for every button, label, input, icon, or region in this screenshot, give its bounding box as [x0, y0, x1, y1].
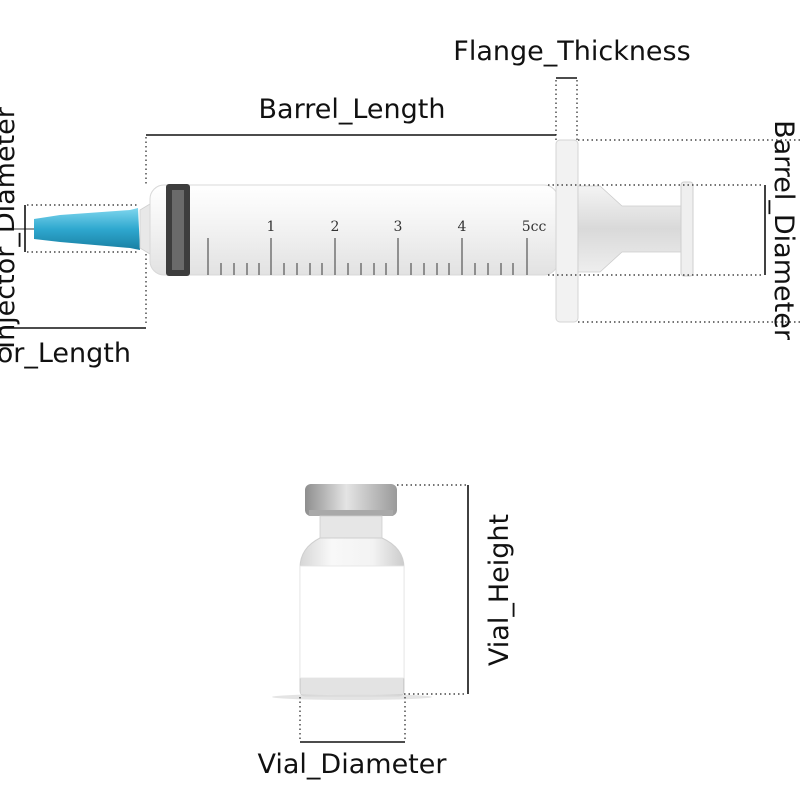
needle-hub — [34, 208, 140, 250]
scale-label-2: 2 — [331, 219, 340, 235]
vial-dimensions: Vial_Height Vial_Diameter — [258, 484, 515, 780]
vial-shadow — [272, 694, 432, 700]
scale-label-4: 4 — [458, 219, 467, 235]
scale-label-3: 3 — [394, 219, 403, 235]
vial-label — [299, 565, 405, 679]
scale-marks — [207, 238, 528, 275]
vial-cap — [305, 484, 397, 516]
injector-length-label: Injector_Length — [0, 338, 131, 369]
barrel-length-label: Barrel_Length — [259, 94, 446, 125]
scale-label-5cc: 5cc — [522, 219, 547, 235]
vial — [272, 484, 432, 700]
finger-flange — [555, 139, 579, 323]
barrel-tip — [139, 203, 151, 255]
vial-neck — [319, 515, 383, 539]
plunger-rod — [577, 185, 683, 273]
barrel — [149, 184, 559, 276]
vial-height-label: Vial_Height — [484, 514, 515, 666]
vial-bottom-glass — [301, 678, 403, 694]
plunger-thumb-rest — [680, 181, 694, 277]
vial-diameter-label: Vial_Diameter — [258, 749, 448, 780]
barrel-diameter-label: Barrel_Diameter — [768, 120, 799, 341]
vial-cap-rim — [309, 510, 393, 516]
syringe-dimensions: Flange_Thickness Barrel_Length Barrel_Di… — [0, 36, 800, 369]
flange-thickness-label: Flange_Thickness — [453, 36, 690, 67]
scale-label-1: 1 — [267, 219, 276, 235]
stopper-highlight — [172, 190, 184, 270]
syringe: 1 2 3 4 5cc — [0, 139, 694, 323]
injector-diameter-label: Injector_Diameter — [0, 106, 21, 349]
